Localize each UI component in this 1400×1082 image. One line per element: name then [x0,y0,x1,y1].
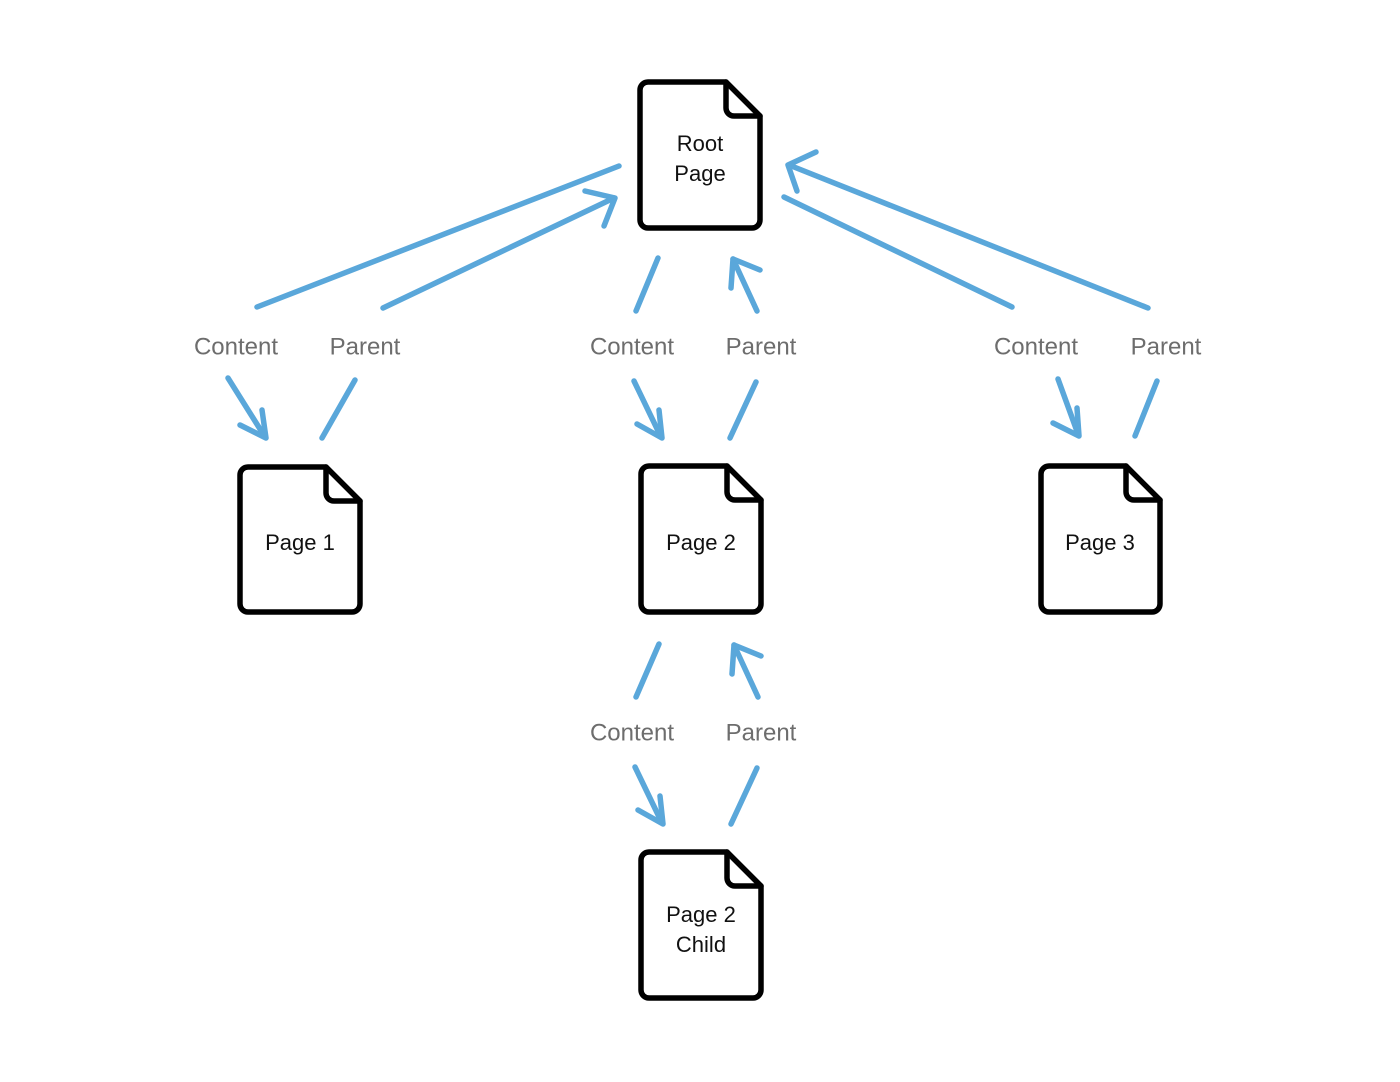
edge-label-parent-page1: Parent [330,333,401,360]
edge-line-parent-page2-lower [727,379,759,441]
edge-label-content-page3: Content [994,333,1078,360]
arrowhead-parent-into-root-left [582,188,618,229]
edge-label-parent-page2child: Parent [726,719,797,746]
edge-line-content-root-page2-lower [631,378,664,440]
edge-line-content-page2-child-lower [632,764,665,826]
arrowhead-parent-into-page2 [729,642,764,677]
node-label-page-2-child-line1: Page 2 [666,902,736,927]
arrowhead-parent-into-root-center [728,256,763,291]
edge-line-content-root-page2-upper [633,255,661,314]
edge-line-content-page2-child-upper [633,641,662,700]
node-label-root-page-line2: Page [674,161,725,186]
edge-page2-page2child-content [632,641,666,827]
node-root-page[interactable]: Root Page [637,79,763,231]
edge-label-parent-page2: Parent [726,333,797,360]
node-page-2-child[interactable]: Page 2 Child [638,849,764,1001]
edge-label-content-page1: Content [194,333,278,360]
document-icon-page-2 [638,463,764,615]
node-page-2[interactable]: Page 2 [638,463,764,615]
edge-line-parent-page2-upper [730,256,760,314]
edge-root-page2-content [631,255,665,441]
document-icon-page-3 [1038,463,1163,615]
arrowhead-content-into-page2 [634,407,665,441]
node-label-root-page-line1: Root [677,131,723,156]
document-icon-page-1 [237,464,363,615]
edge-page2-root-parent [727,256,763,441]
edge-root-page1-content [225,163,622,441]
edge-line-parent-page2-child-upper [731,642,761,700]
edge-page1-root-parent [319,188,618,441]
edge-line-content-root-page3-lower [1055,376,1081,437]
edge-line-content-root-page1-lower [225,375,268,440]
arrowhead-content-into-page3 [1050,405,1082,439]
edge-page2child-page2-parent [728,642,764,827]
document-icon-root-page [637,79,763,231]
edge-line-content-root-page1-upper [254,163,622,310]
node-label-page-1: Page 1 [265,530,335,555]
edge-label-parent-page3: Parent [1131,333,1202,360]
document-icon-page-2-child [638,849,764,1001]
edge-line-parent-page3-upper [786,162,1151,311]
arrowhead-parent-into-root-right [785,149,819,194]
node-label-page-2: Page 2 [666,530,736,555]
edge-label-content-page2child: Content [590,719,674,746]
arrowhead-content-into-page2child [635,793,666,827]
edge-line-parent-page1-lower [319,377,358,441]
edge-root-page3-content [781,194,1082,439]
node-page-1[interactable]: Page 1 [237,464,363,615]
node-label-page-3: Page 3 [1065,530,1135,555]
arrowhead-content-into-page1 [237,407,269,441]
edge-line-parent-page1-upper [380,195,617,311]
edge-line-content-root-page3-upper [781,194,1015,310]
edge-page3-root-parent [785,149,1160,439]
node-page-3[interactable]: Page 3 [1038,463,1163,615]
node-label-page-2-child-line2: Child [676,932,726,957]
edge-label-content-page2: Content [590,333,674,360]
edge-line-parent-page2-child-lower [728,765,760,827]
edge-line-parent-page3-lower [1132,378,1160,439]
